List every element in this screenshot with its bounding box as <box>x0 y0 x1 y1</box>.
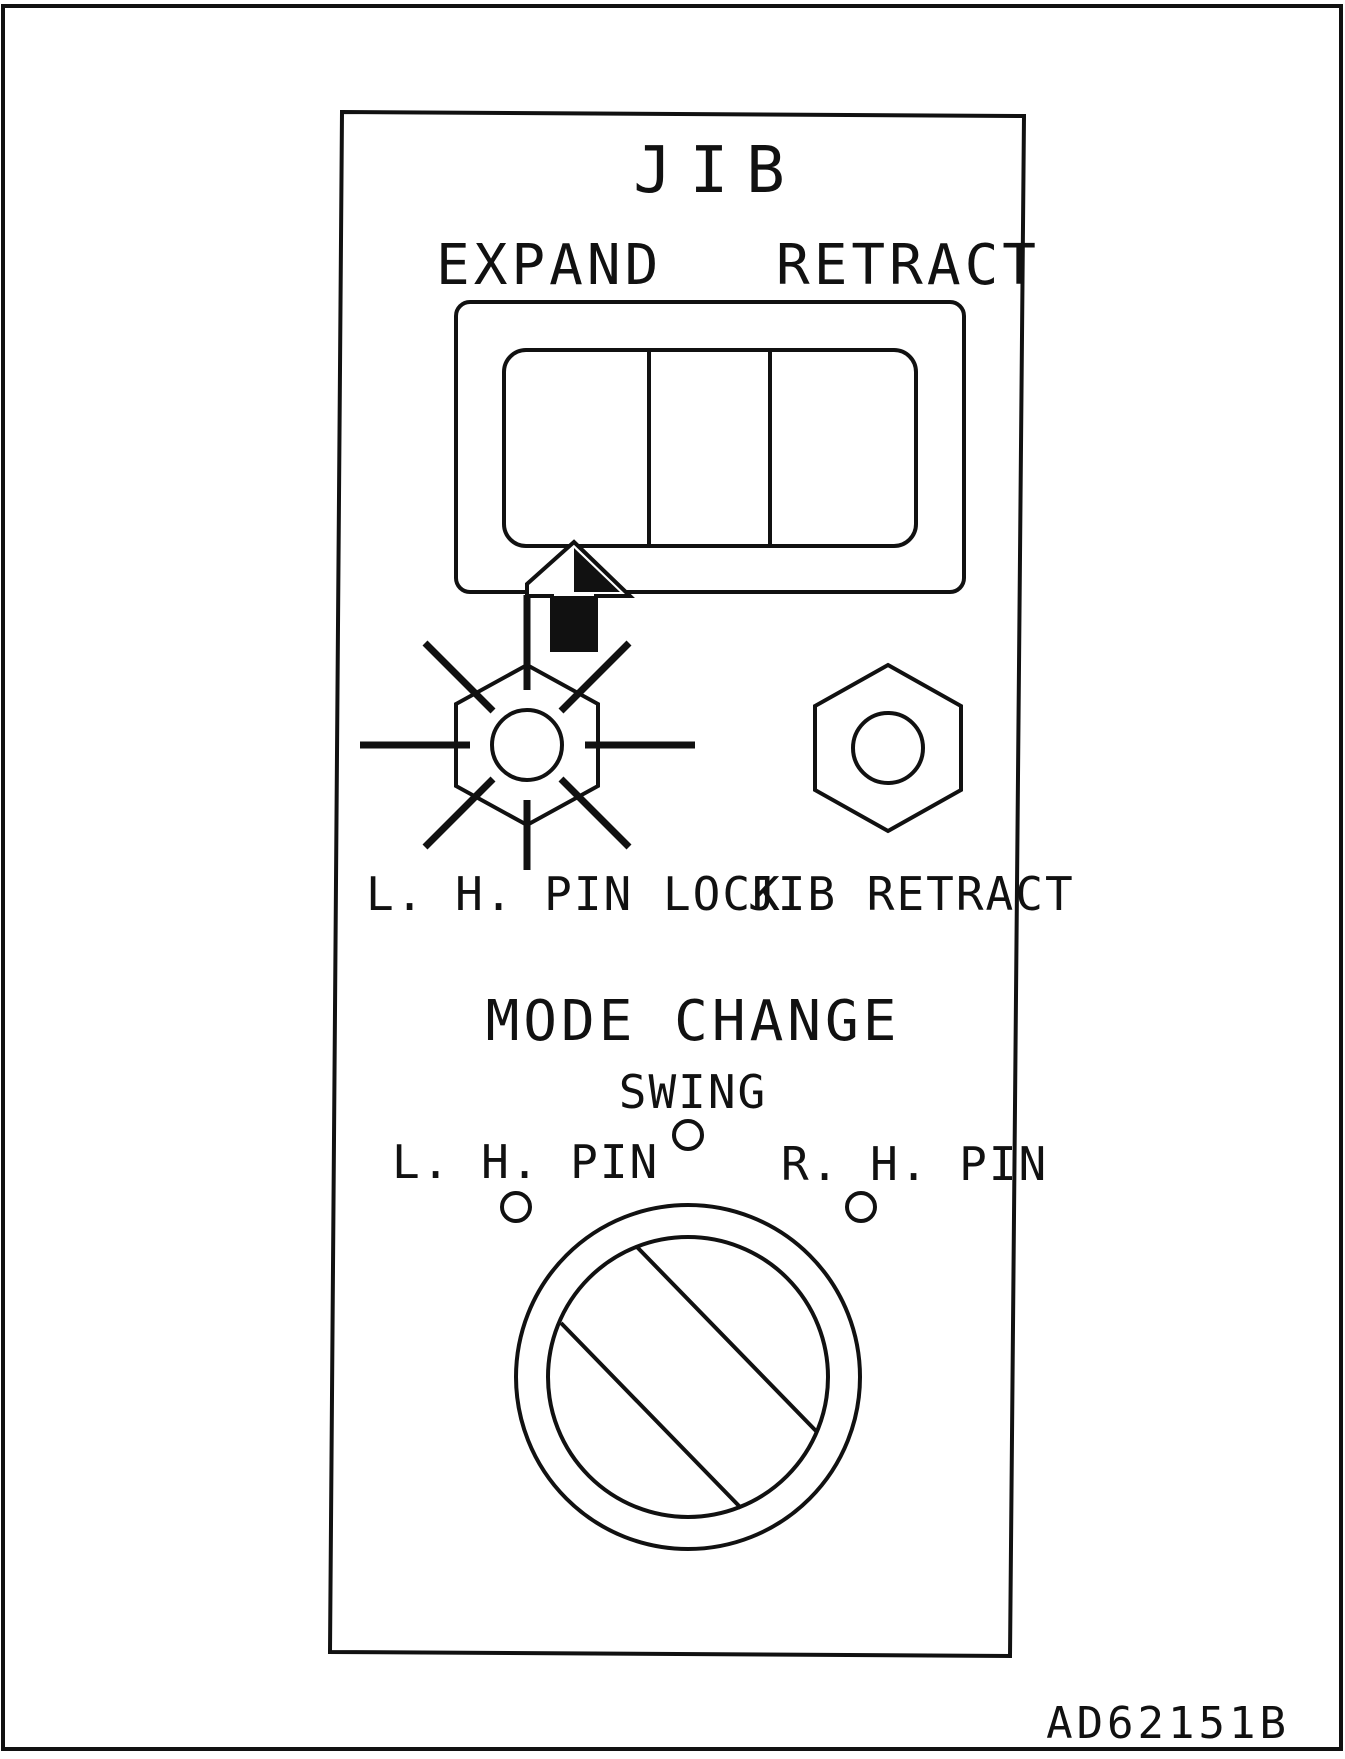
switch-left-label: EXPAND <box>436 233 662 298</box>
jib-rocker-switch[interactable] <box>454 300 966 594</box>
rotary-selector-icon[interactable] <box>514 1203 862 1551</box>
right-pin-position-dot <box>845 1191 877 1223</box>
up-arrow-icon <box>525 539 635 652</box>
panel-title: JIB <box>633 134 803 208</box>
swing-position-dot <box>672 1119 704 1151</box>
control-panel-plate <box>327 109 1027 1659</box>
mode-left-label: L. H. PIN <box>392 1135 659 1189</box>
figure-frame <box>1 4 1343 1751</box>
lamp-right-label: JIB RETRACT <box>748 867 1075 921</box>
illuminated-lamp-icon <box>360 595 695 870</box>
lamp-left-label: L. H. PIN LOCK <box>366 867 782 921</box>
figure-code: AD62151B <box>1046 1698 1290 1749</box>
mode-change-title: MODE CHANGE <box>486 989 901 1054</box>
mode-right-label: R. H. PIN <box>781 1137 1048 1191</box>
mode-swing-label: SWING <box>619 1065 767 1119</box>
switch-right-label: RETRACT <box>776 233 1040 298</box>
lamp-icon <box>813 662 963 834</box>
switch-rocker <box>502 348 918 548</box>
left-pin-position-dot <box>500 1191 532 1223</box>
switch-bezel <box>454 300 966 594</box>
